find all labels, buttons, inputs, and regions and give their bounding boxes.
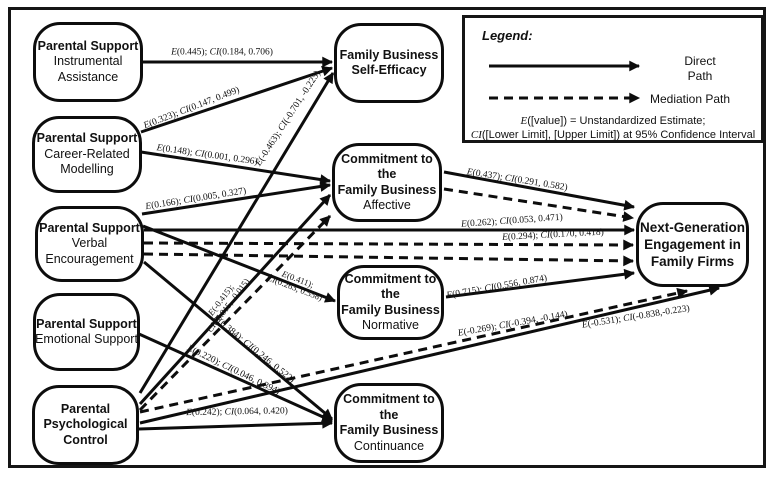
path-mediation-psychcontrol-to-nextgen bbox=[139, 287, 689, 414]
node-label-line: Control bbox=[63, 432, 108, 447]
node-label-line: Affective bbox=[363, 198, 411, 212]
legend-direct-path-label: Direct Path bbox=[684, 54, 716, 83]
diagram-border bbox=[8, 7, 766, 468]
node-label-line: Engagement in bbox=[644, 237, 741, 252]
node-label-line: Parental bbox=[60, 401, 111, 416]
node-label-line: Family Business bbox=[339, 423, 439, 437]
node-label-line: the bbox=[381, 287, 400, 301]
node-label-line: the bbox=[379, 407, 399, 422]
legend-ci-note: CI([Lower Limit], [Upper Limit]) at 95% … bbox=[470, 129, 756, 141]
direct-path-arrow-icon bbox=[489, 60, 641, 72]
path-mediation-verbal-to-nextgen-1 bbox=[143, 239, 635, 251]
legend-mediation-path-label: Mediation Path bbox=[649, 92, 731, 106]
path-mediation-psychcontrol-to-affective bbox=[138, 214, 332, 412]
path-direct-psychcontrol-to-continuance bbox=[138, 417, 334, 431]
node-label-line: Family Business bbox=[339, 47, 439, 62]
node-label-line: Continuance bbox=[353, 438, 425, 453]
node-label-line: Family Firms bbox=[650, 254, 735, 269]
path-direct-psychcontrol-to-nextgen bbox=[139, 284, 721, 425]
node-label-line: Encouragement bbox=[45, 251, 134, 266]
path-direct-psychcontrol-to-selfefficacy bbox=[138, 72, 335, 394]
node-label-line: Commitment to bbox=[341, 151, 433, 166]
node-label-line: Next-Generation bbox=[639, 220, 746, 235]
node-label-line: Parental Support bbox=[36, 131, 138, 146]
legend-title: Legend: bbox=[482, 28, 533, 43]
node-label-line: Instrumental bbox=[53, 54, 123, 69]
node-label-line: Family Business bbox=[337, 182, 437, 197]
path-mediation-affective-to-nextgen bbox=[443, 187, 635, 222]
node-label-line: Commitment to bbox=[343, 392, 435, 406]
path-direct-career-to-selfefficacy bbox=[140, 65, 334, 134]
node-label-line: Parental Support bbox=[36, 316, 137, 331]
node-label-line: Assistance bbox=[57, 69, 119, 84]
path-direct-affective-to-nextgen bbox=[443, 170, 636, 211]
node-label-line: Psychological bbox=[43, 417, 128, 432]
node-label-line: Commitment to bbox=[344, 271, 437, 286]
legend-box: Legend: Direct Path Mediation Path E([va… bbox=[462, 15, 764, 143]
path-direct-psychcontrol-to-affective bbox=[138, 193, 332, 406]
node-label-line: Self-Efficacy bbox=[351, 63, 427, 77]
legend-estimate-note: E([value]) = Unstandardized Estimate; bbox=[520, 115, 706, 127]
edge-label-direct-instrumental-to-selfefficacy: E(0.445); CI(0.184, 0.706) bbox=[171, 47, 273, 58]
node-label-line: the bbox=[377, 167, 397, 181]
mediation-path-arrow-icon bbox=[489, 92, 641, 104]
edge-label-direct-psychcontrol-to-continuance: E(0.242); CI(0.064, 0.420) bbox=[185, 406, 288, 419]
node-label-line: Modelling bbox=[60, 162, 114, 177]
path-direct-emotional-to-continuance bbox=[138, 332, 333, 423]
path-direct-career-to-affective bbox=[140, 150, 332, 185]
node-label-line: Normative bbox=[362, 318, 419, 332]
path-direct-verbal-to-affective bbox=[141, 181, 332, 216]
path-direct-verbal-to-continuance bbox=[143, 260, 333, 421]
node-label-line: Career-Related bbox=[44, 146, 130, 161]
node-label-line: Parental Support bbox=[39, 220, 140, 235]
node-label-line: Parental Support bbox=[37, 38, 139, 53]
node-label-line: Family Business bbox=[341, 302, 440, 317]
node-label-line: Emotional Support bbox=[35, 332, 138, 346]
path-direct-verbal-to-normative bbox=[142, 224, 337, 303]
node-label-line: Verbal bbox=[71, 236, 108, 251]
path-mediation-verbal-to-nextgen-2 bbox=[143, 252, 635, 267]
path-direct-normative-to-nextgen bbox=[445, 268, 636, 299]
